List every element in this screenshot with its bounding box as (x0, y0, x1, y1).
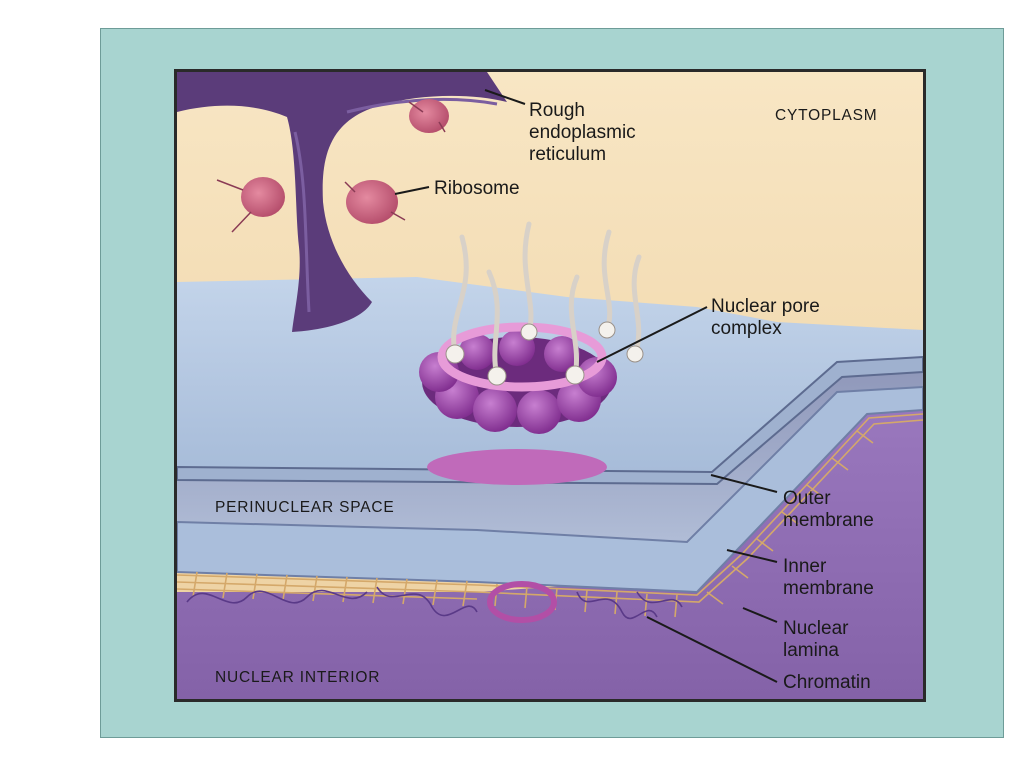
label-outer-membrane-2: membrane (783, 510, 874, 531)
label-inner-membrane-2: membrane (783, 578, 874, 599)
label-npc-2: complex (711, 318, 782, 339)
nuclear-interior-region (177, 402, 923, 699)
pore-filaments (451, 221, 642, 379)
ribosome-group (216, 99, 449, 233)
label-nuclear-interior: Nuclear interior (215, 669, 380, 686)
nuclear-envelope-diagram: Rough endoplasmic reticulum Ribosome Cyt… (174, 69, 926, 702)
label-outer-membrane-1: Outer (783, 488, 831, 509)
label-rough-er-1: Rough (529, 100, 585, 121)
diagram-canvas: Rough endoplasmic reticulum Ribosome Cyt… (177, 72, 923, 699)
label-ribosome: Ribosome (434, 178, 520, 199)
ribosome-shape (241, 177, 285, 217)
label-nuclear-lamina-1: Nuclear (783, 618, 849, 639)
pore-upper-ring (437, 322, 607, 392)
label-cytoplasm: Cytoplasm (775, 107, 878, 124)
label-chromatin: Chromatin (783, 672, 871, 693)
ribosome-shape (346, 180, 398, 224)
nuclear-pore-complex (419, 221, 644, 485)
label-npc-1: Nuclear pore (711, 296, 820, 317)
leader-lines (394, 89, 778, 683)
label-rough-er-2: endoplasmic (529, 122, 636, 143)
label-perinuclear-space: Perinuclear space (215, 499, 395, 516)
chromatin-strands (186, 586, 683, 620)
rough-er-shape (177, 72, 507, 332)
nuclear-lamina-mesh (177, 413, 923, 618)
ribosome-shape (409, 99, 449, 133)
outer-membrane-edge (177, 355, 923, 486)
label-nuclear-lamina-2: lamina (783, 640, 839, 661)
label-inner-membrane-1: Inner (783, 556, 827, 577)
label-rough-er-3: reticulum (529, 144, 606, 165)
pore-lower-ring (427, 449, 607, 485)
inner-membrane-shape (177, 385, 923, 594)
